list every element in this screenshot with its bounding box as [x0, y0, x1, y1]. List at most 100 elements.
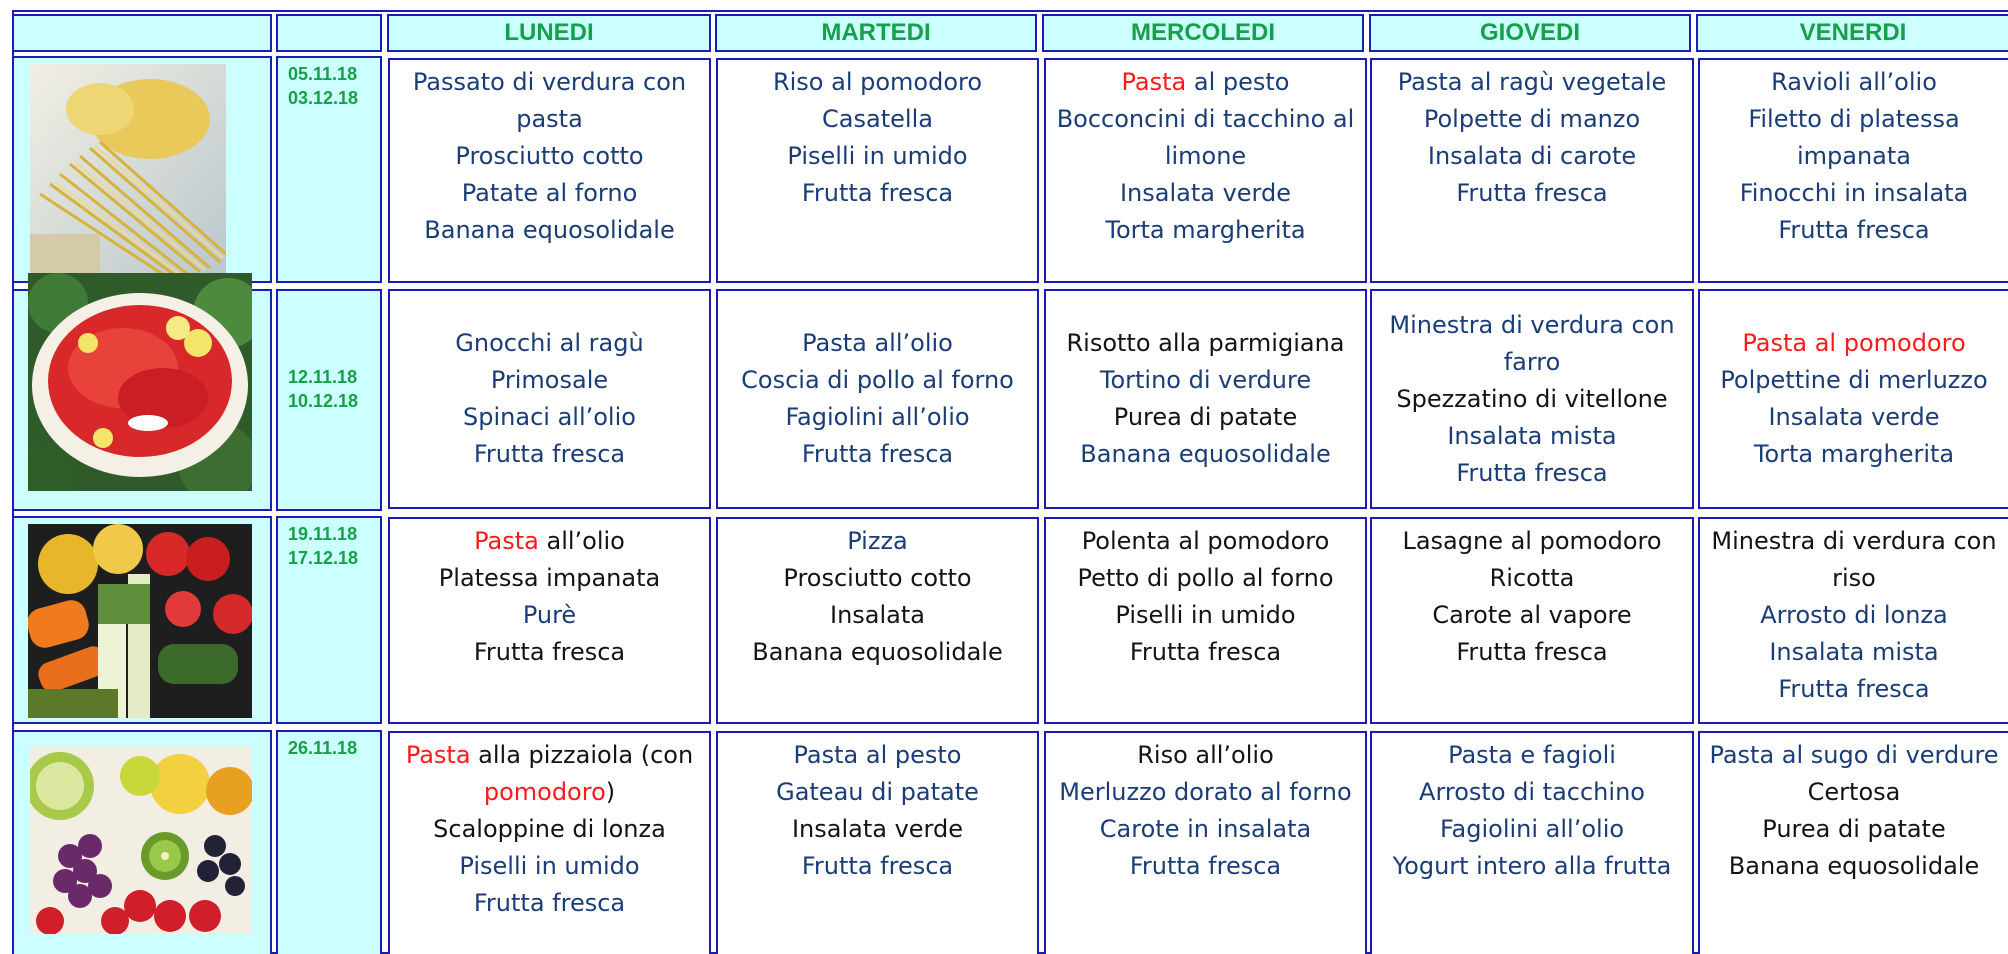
dish-item: Purea di patate: [1114, 399, 1297, 436]
dish-text: Scaloppine di lonza: [433, 815, 666, 843]
dish-item: Insalata mista: [1769, 634, 1938, 671]
dish-text: Risotto alla parmigiana: [1066, 329, 1345, 357]
dish-text: Purea di patate: [1762, 815, 1946, 843]
dish-text: Filetto di platessa impanata: [1748, 105, 1960, 170]
dish-text: Prosciutto cotto: [455, 142, 644, 170]
dish-text: Insalata verde: [791, 815, 964, 843]
dish-item: Arrosto di lonza: [1760, 597, 1948, 634]
dish-item: Certosa: [1808, 774, 1901, 811]
dish-item: Insalata di carote: [1428, 138, 1636, 175]
dish-text: Insalata: [830, 601, 925, 629]
dish-item: Pasta al pesto: [1122, 64, 1290, 101]
dish-item: Frutta fresca: [1130, 634, 1281, 671]
dish-text: Torta margherita: [1753, 440, 1955, 468]
dish-text: Pasta al pesto: [793, 741, 962, 769]
pasta-photo: [30, 64, 226, 279]
dish-text: Frutta fresca: [1456, 458, 1608, 487]
dish-text: Frutta fresca: [1129, 638, 1282, 666]
header-blank-image-col: [12, 14, 272, 52]
dish-item: Purè: [523, 597, 576, 634]
week-3-date: 19.11.18: [288, 524, 358, 544]
dish-item: Scaloppine di lonza: [433, 811, 666, 848]
dish-text: Polenta al pomodoro: [1081, 527, 1330, 555]
dish-text: Casatella: [822, 105, 933, 133]
header-day-thursday: GIOVEDI: [1369, 14, 1691, 52]
dish-text: Certosa: [1807, 778, 1901, 806]
dish-text: Piselli in umido: [787, 142, 968, 170]
dish-text: al pesto: [1186, 68, 1290, 96]
dish-text: Insalata di carote: [1427, 142, 1637, 170]
dish-item: Risotto alla parmigiana: [1066, 325, 1344, 362]
dish-item: Fagiolini all’olio: [1440, 811, 1624, 848]
dish-text: Fagiolini all’olio: [785, 403, 970, 431]
highlighted-dish-text: Pasta: [405, 741, 471, 769]
dish-item: Ravioli all’olio: [1771, 64, 1937, 101]
dish-item: Frutta fresca: [474, 634, 625, 671]
dish-item: Frutta fresca: [1778, 212, 1929, 249]
dish-item: Banana equosolidale: [1080, 436, 1330, 473]
dish-item: Frutta fresca: [1778, 671, 1929, 708]
dish-item: Finocchi in insalata: [1740, 175, 1969, 212]
dish-text: Pasta al ragù vegetale: [1397, 68, 1667, 96]
dish-item: Frutta fresca: [1130, 848, 1281, 885]
dish-item: Frutta fresca: [802, 436, 953, 473]
dish-item: Frutta fresca: [474, 436, 625, 473]
dish-item: Minestra di verdura con riso: [1706, 523, 2002, 597]
dish-text: Frutta fresca: [473, 440, 626, 468]
dish-text: Frutta fresca: [1778, 675, 1930, 703]
dish-item: Carote in insalata: [1100, 811, 1311, 848]
dish-text: Banana equosolidale: [424, 216, 675, 244]
dish-text: Platessa impanata: [438, 564, 661, 592]
week-1-date: 05.11.18: [288, 64, 358, 84]
dish-item: Insalata mista: [1447, 418, 1616, 455]
dish-item: Insalata: [830, 597, 925, 634]
week-3-dates: 19.11.18 17.12.18: [276, 516, 382, 724]
dish-text: Purea di patate: [1113, 403, 1298, 431]
dish-text: Riso al pomodoro: [772, 68, 983, 96]
dish-item: Spinaci all’olio: [463, 399, 636, 436]
header-day-monday: LUNEDI: [387, 14, 711, 52]
dish-text: Prosciutto cotto: [783, 564, 972, 592]
dish-item: Torta margherita: [1105, 212, 1305, 249]
dish-item: Frutta fresca: [802, 175, 953, 212]
week-2-date: 12.11.18: [288, 367, 358, 387]
dish-text: Pizza: [847, 527, 908, 555]
dish-item: Torta margherita: [1754, 436, 1954, 473]
dish-text: Passato di verdura con pasta: [412, 68, 687, 133]
dish-text: Minestra di verdura con riso: [1711, 527, 1997, 592]
dish-text: Banana equosolidale: [752, 638, 1003, 666]
header-day-tuesday: MARTEDI: [715, 14, 1037, 52]
dish-text: Insalata verde: [1119, 179, 1292, 207]
dish-text: Frutta fresca: [1129, 852, 1282, 880]
dish-text: alla pizzaiola (con: [470, 741, 694, 769]
dish-text: Gnocchi al ragù: [455, 329, 644, 357]
dish-item: Frutta fresca: [474, 885, 625, 922]
dish-item: Pizza: [847, 523, 908, 560]
dish-item: Frutta fresca: [1456, 455, 1607, 492]
dish-item: Primosale: [491, 362, 608, 399]
dish-text: Frutta fresca: [473, 638, 626, 666]
header-blank-dates-col: [276, 14, 382, 52]
dish-text: Insalata verde: [1768, 403, 1940, 431]
highlighted-dish-text: Pasta al pomodoro: [1742, 329, 1966, 357]
meal-cell-week-4-monday: Pasta alla pizzaiola (con pomodoro) Scalo…: [388, 731, 711, 954]
dish-item: Pasta all’olio: [802, 325, 953, 362]
dish-item: Piselli in umido: [1115, 597, 1295, 634]
highlighted-dish-text: Pasta: [1121, 68, 1187, 96]
dish-item: Bocconcini di tacchino al limone: [1052, 101, 1359, 175]
dish-text: Pasta all’olio: [802, 329, 953, 357]
dish-text: Pasta e fagioli: [1448, 741, 1616, 769]
dish-item: Spezzatino di vitellone: [1396, 381, 1667, 418]
dish-item: Platessa impanata: [439, 560, 660, 597]
dish-item: Insalata verde: [792, 811, 963, 848]
dish-item: Pasta alla pizzaiola (con pomodoro): [396, 737, 703, 811]
dish-text: Finocchi in insalata: [1739, 179, 1969, 207]
dish-text: Petto di pollo al forno: [1077, 564, 1334, 592]
dish-item: Yogurt intero alla frutta: [1393, 848, 1672, 885]
